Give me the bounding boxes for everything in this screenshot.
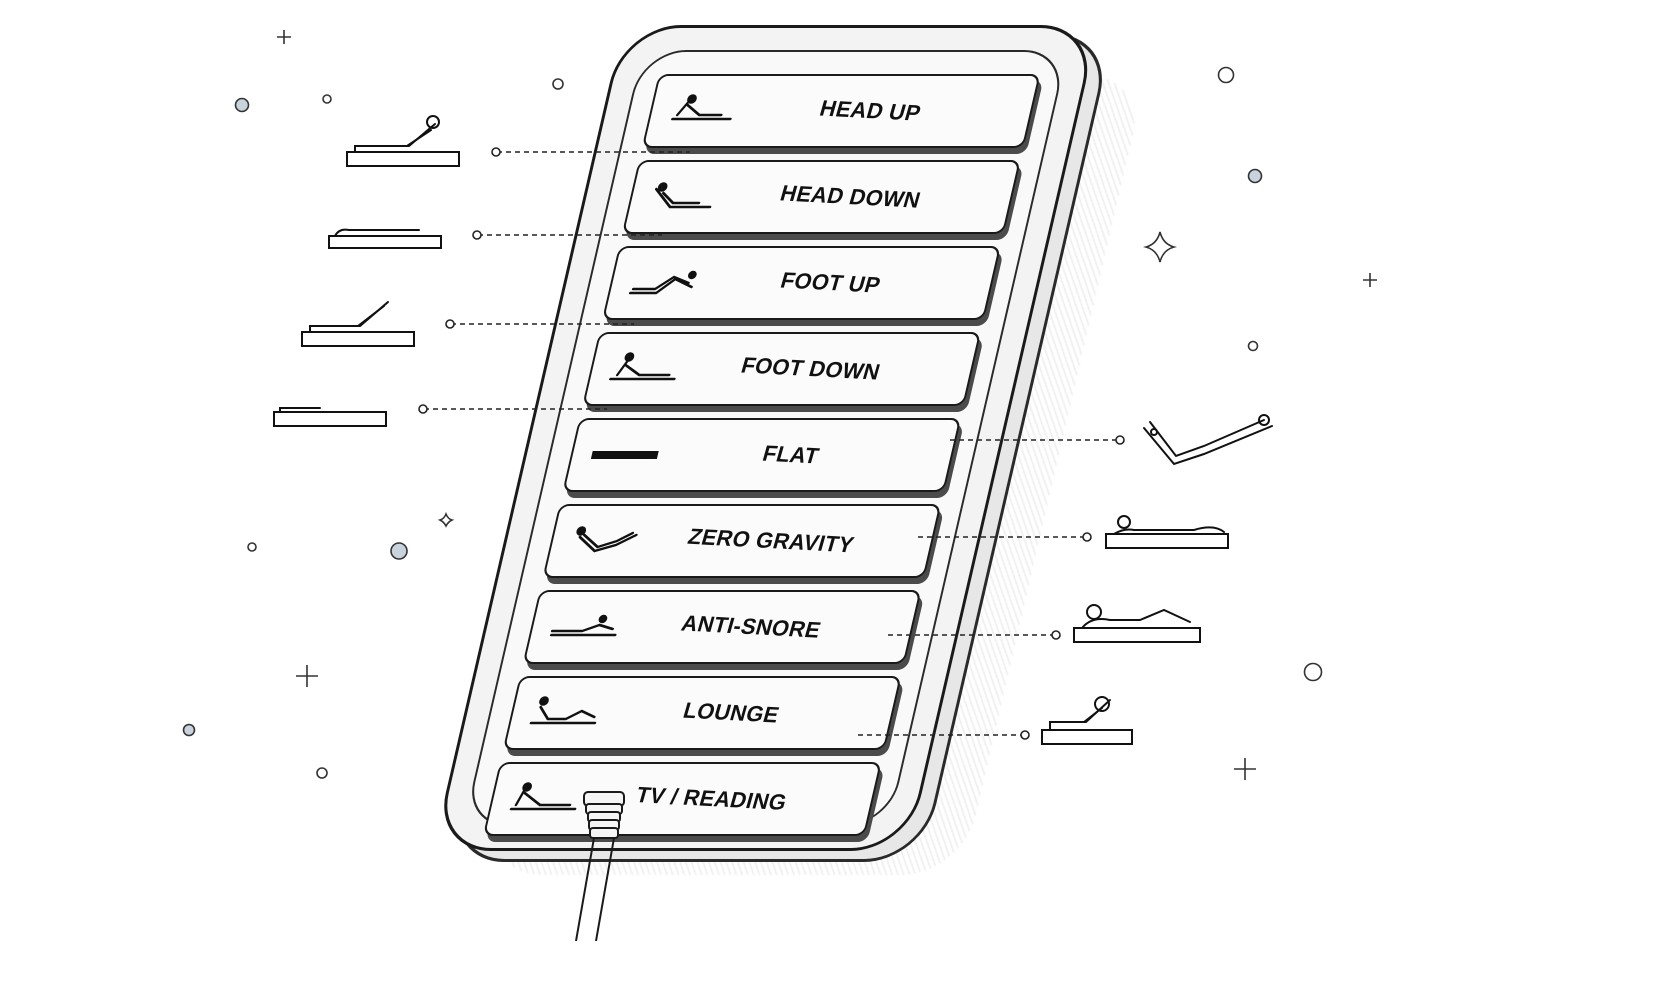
button-label: HEAD DOWN [777,180,924,213]
head-down-button[interactable]: HEAD DOWN [621,160,1021,234]
decorative-sparkles [182,30,1377,780]
bed-zero-gravity-illustration [1143,414,1273,466]
button-label: LOUNGE [680,697,783,728]
illustration-stage: HEAD UP HEAD DOWN FOOT UP [182,25,1377,941]
flat-button[interactable]: FLAT [562,418,962,492]
head-down-icon [646,177,735,217]
flat-icon [586,435,675,475]
bed-lounge-illustration [1073,604,1201,643]
bed-flat-illustration-2 [273,407,387,427]
button-label: ZERO GRAVITY [685,523,857,558]
foot-down-icon [606,349,695,389]
zero-gravity-button[interactable]: ZERO GRAVITY [542,504,942,578]
head-up-icon [666,91,755,131]
zero-gravity-icon [566,521,655,561]
button-label: HEAD UP [816,95,924,126]
foot-up-button[interactable]: FOOT UP [601,246,1002,320]
bed-flat-illustration-1 [328,228,442,249]
bed-anti-snore-illustration [1105,515,1229,549]
remote-control: HEAD UP HEAD DOWN FOOT UP [399,0,1147,995]
button-label: FOOT UP [777,267,884,298]
button-label: FOOT DOWN [738,352,884,385]
tv-reading-icon [507,779,596,819]
head-up-button[interactable]: HEAD UP [641,74,1041,148]
bed-tv-reading-illustration [1041,696,1133,745]
foot-down-button[interactable]: FOOT DOWN [582,332,982,406]
button-label: FLAT [759,440,822,469]
remote-face: HEAD UP HEAD DOWN FOOT UP [463,50,1069,836]
lounge-button[interactable]: LOUNGE [502,676,902,750]
button-list: HEAD UP HEAD DOWN FOOT UP [482,74,1041,836]
anti-snore-icon [546,607,635,647]
remote-body: HEAD UP HEAD DOWN FOOT UP [432,25,1100,851]
anti-snore-button[interactable]: ANTI-SNORE [522,590,922,664]
button-label: ANTI-SNORE [678,610,824,643]
foot-up-icon [626,263,715,303]
tv-reading-button[interactable]: TV / READING [482,762,882,836]
bed-head-up-illustration [346,115,460,167]
power-cable [575,791,625,941]
bed-foot-down-illustration [301,301,415,347]
lounge-icon [527,693,616,733]
